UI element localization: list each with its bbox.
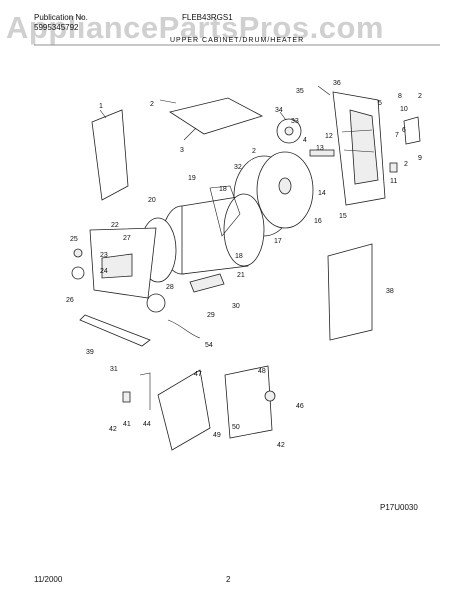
part-bracket-11 [389,162,398,173]
leader-2a [159,99,177,104]
callout-number: 5 [378,100,382,107]
part-door-switch [71,266,85,280]
callout-number: 4 [303,137,307,144]
leader-35 [317,85,331,96]
callout-number: 49 [213,432,221,439]
callout-number: 10 [400,106,408,113]
part-knob-25 [73,248,83,258]
callout-number: 30 [232,303,240,310]
leader-34 [279,111,287,121]
callout-number: 35 [296,88,304,95]
part-motor-shaft [309,149,335,157]
callout-number: 8 [398,93,402,100]
callout-number: 16 [314,218,322,225]
callout-number: 25 [70,236,78,243]
part-hinge-pin [139,372,151,410]
callout-number: 42 [109,426,117,433]
callout-number: 33 [291,118,299,125]
callout-number: 23 [100,252,108,259]
part-blower-hub [284,126,294,136]
callout-number: 3 [180,147,184,154]
callout-number: 14 [318,190,326,197]
callout-number: 36 [333,80,341,87]
part-top-panel [169,97,264,135]
footer-date: 11/2000 [34,575,63,584]
footer-page: 2 [226,575,231,584]
leader-3 [183,127,197,141]
callout-number: 26 [66,297,74,304]
callout-number: 39 [86,349,94,356]
part-side-panel-right [327,243,373,341]
callout-number: 46 [296,403,304,410]
callout-number: 42 [277,442,285,449]
callout-number: 19 [188,175,196,182]
diagram-code: P17U0030 [380,503,418,512]
callout-number: 54 [205,342,213,349]
callout-number: 22 [111,222,119,229]
callout-number: 9 [418,155,422,162]
callout-number: 34 [275,107,283,114]
callout-number: 21 [237,272,245,279]
callout-number: 28 [166,284,174,291]
callout-number: 11 [390,178,398,185]
publication-label: Publication No. [34,13,88,22]
watermark: AppliancePartsPros.com [6,10,384,45]
callout-number: 15 [339,213,347,220]
callout-number: 50 [232,424,240,431]
callout-number: 48 [258,368,266,375]
callout-number: 27 [123,235,131,242]
model-number: FLEB43RGS1 [182,13,233,22]
callout-number: 2 [418,93,422,100]
part-heater-coil-b [343,149,375,153]
callout-number: 31 [110,366,118,373]
callout-number: 13 [316,145,324,152]
part-heater-duct [349,109,379,185]
part-drive-belt [209,185,241,237]
callout-number: 38 [386,288,394,295]
part-door-outer [224,365,273,439]
part-toe-kick [79,314,151,347]
callout-number: 7 [395,132,399,139]
callout-number: 18 [235,253,243,260]
part-door-handle [264,390,276,402]
callout-number: 41 [123,421,131,428]
part-door-inner [157,369,211,451]
leader-1 [99,109,107,119]
callout-number: 29 [207,312,215,319]
publication-number: 5995345792 [34,23,79,32]
callout-number: 2 [150,101,154,108]
section-title: UPPER CABINET/DRUM/HEATER [170,37,305,44]
part-drum-bearing [278,177,292,195]
callout-number: 18 [219,186,227,193]
callout-number: 44 [143,421,151,428]
callout-number: 20 [148,197,156,204]
part-side-panel-left [91,109,129,201]
part-hinge-41 [122,391,131,403]
callout-number: 6 [402,127,406,134]
callout-number: 17 [274,238,282,245]
part-wire-harness [167,319,201,339]
callout-number: 32 [234,164,242,171]
callout-number: 1 [99,103,103,110]
callout-number: 47 [194,371,202,378]
callout-number: 2 [252,148,256,155]
callout-number: 24 [100,268,108,275]
part-bracket-30 [189,273,225,293]
part-idler-pulley [146,293,166,313]
callout-number: 12 [325,133,333,140]
part-heater-coil-a [341,129,373,133]
callout-number: 2 [404,161,408,168]
part-lint-filter [101,253,133,279]
part-drum-rear-rim [223,193,265,267]
part-vent-grille [403,116,421,145]
